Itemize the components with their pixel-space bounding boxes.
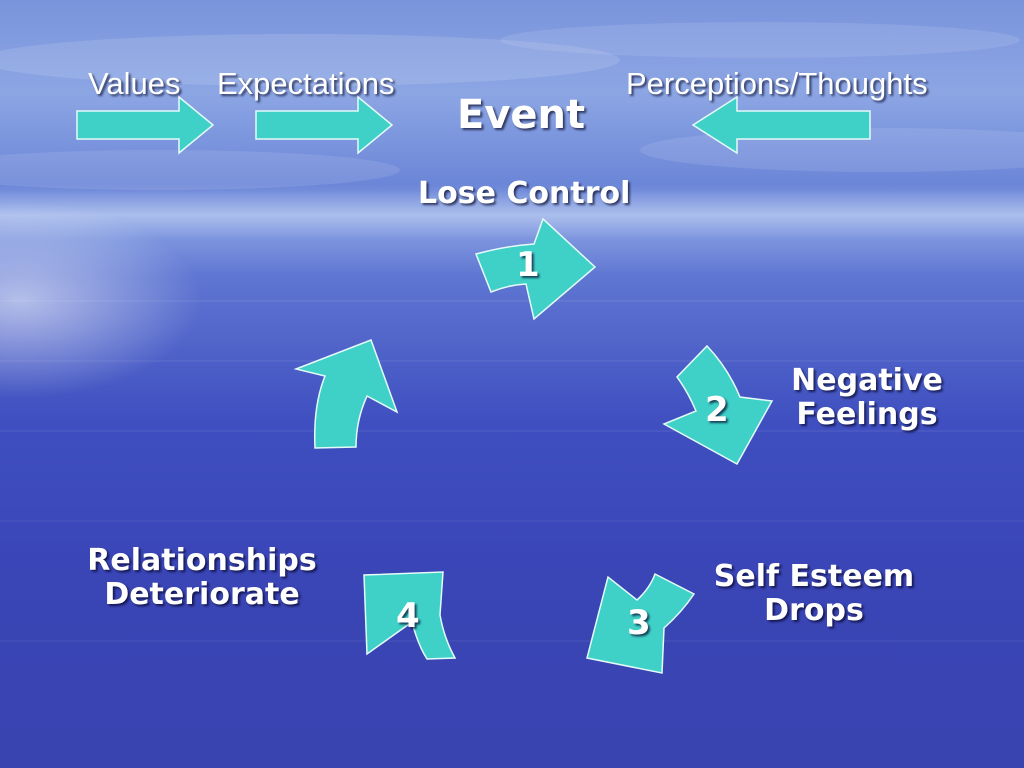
cycle-arrow-2-icon — [662, 344, 774, 466]
values-arrow-right-icon — [76, 95, 215, 155]
step-label-line: Relationships — [87, 543, 317, 578]
step-number-1: 1 — [516, 245, 540, 285]
step-label-lose-control: Lose Control — [418, 176, 631, 211]
event-label: Event — [457, 92, 586, 138]
cycle-arrow-5-icon — [293, 339, 399, 449]
perceptions-arrow-left-icon — [691, 95, 871, 155]
cycle-arrow-4-icon — [363, 571, 457, 660]
cycle-arrow-1-icon — [474, 217, 597, 321]
cycle-arrow-3-icon — [586, 572, 696, 674]
step-label-negative-feelings: Negative Feelings — [788, 364, 946, 432]
values-label: Values — [88, 66, 181, 101]
step-number-3: 3 — [627, 603, 651, 643]
step-number-2: 2 — [705, 390, 729, 430]
step-label-line: Negative — [791, 363, 943, 398]
perceptions-thoughts-label: Perceptions/Thoughts — [626, 66, 928, 101]
step-label-relationships-deteriorate: Relationships Deteriorate — [80, 544, 324, 612]
step-label-line: Self Esteem — [713, 559, 915, 594]
step-label-line: Deteriorate — [104, 577, 300, 612]
step-label-line: Feelings — [796, 397, 938, 432]
expectations-label: Expectations — [217, 66, 395, 101]
step-label-self-esteem-drops: Self Esteem Drops — [706, 560, 922, 628]
step-number-4: 4 — [396, 596, 420, 636]
expectations-arrow-right-icon — [255, 95, 394, 155]
step-label-line: Drops — [764, 593, 864, 628]
